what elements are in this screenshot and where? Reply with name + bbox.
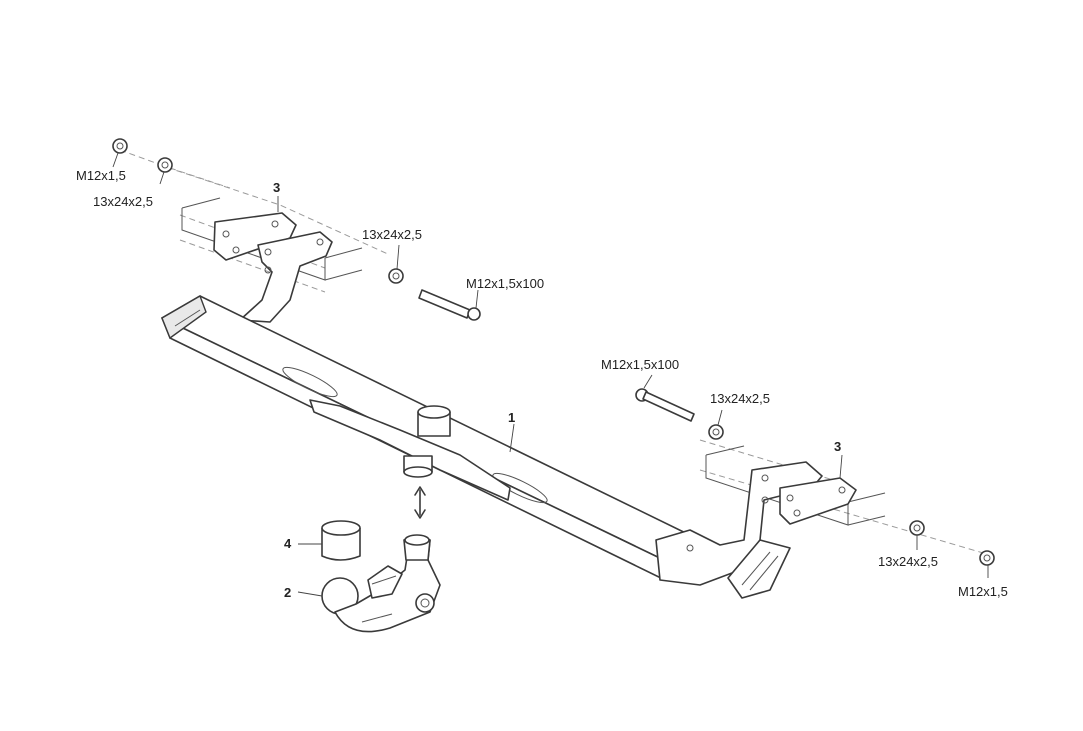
label-nut-left: M12x1,5 [76,168,126,183]
washer-right-icon [909,520,925,536]
callout-tow-ball: 2 [284,585,291,600]
left-bracket [213,212,333,323]
crossbar [161,294,701,581]
label-bolt-lower: M12x1,5x100 [601,357,679,372]
label-washer-upper-mid: 13x24x2,5 [362,227,422,242]
nut-right-icon [979,550,995,566]
nut-left-icon [112,138,128,154]
callout-bracket-left: 3 [273,180,280,195]
callout-ball-cover: 4 [284,536,292,551]
washer-lower-mid-icon [708,424,724,440]
ball-cover [321,520,361,561]
callout-crossbar: 1 [508,410,515,425]
right-bracket [655,461,857,599]
assembly-axis-lines [119,149,991,556]
insertion-arrow-icon [414,486,426,519]
label-bolt-upper: M12x1,5x100 [466,276,544,291]
bolt-upper-icon [418,289,481,321]
washer-upper-mid-icon [388,268,404,284]
label-nut-right: M12x1,5 [958,584,1008,599]
washer-left-icon [157,157,173,173]
right-chassis-ghost [705,445,886,526]
left-chassis-ghost [181,197,363,281]
label-washer-right: 13x24x2,5 [878,554,938,569]
leader-lines [112,152,989,597]
label-washer-lower-mid: 13x24x2,5 [710,391,770,406]
tow-ball-neck [321,534,441,633]
bolt-lower-icon [635,388,695,422]
callout-bracket-right: 3 [834,439,841,454]
label-washer-left: 13x24x2,5 [93,194,153,209]
